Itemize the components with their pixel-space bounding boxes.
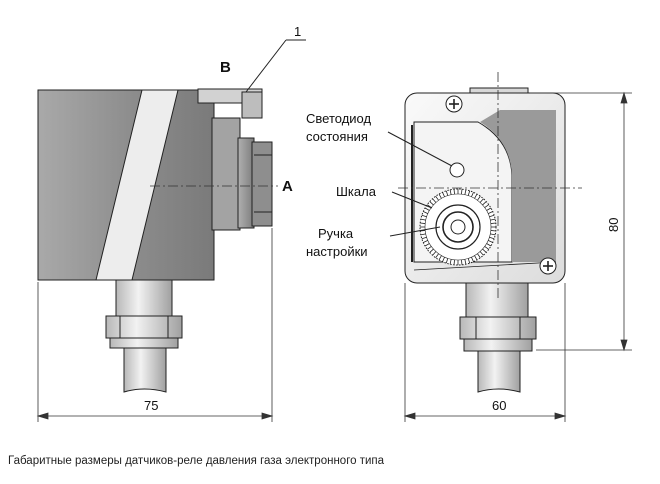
callout-1	[245, 39, 306, 93]
side-pipe	[123, 347, 167, 393]
scale-ticks	[420, 189, 496, 265]
side-hex-nut	[105, 315, 183, 339]
scale-label: Шкала	[336, 184, 377, 199]
side-top-cap-edge	[241, 91, 263, 119]
dimension-75	[36, 228, 274, 422]
dimension-60	[403, 283, 567, 422]
dimension-80	[530, 91, 632, 352]
view-a-label: A	[282, 178, 293, 195]
led-label-line1: Светодиод	[306, 111, 371, 126]
side-connector-nut	[251, 141, 273, 227]
front-view	[404, 87, 566, 393]
front-pipe	[477, 350, 521, 393]
side-view	[37, 88, 273, 393]
led-label-line2: состояния	[306, 129, 368, 144]
screw-bottom-icon	[539, 257, 557, 275]
front-neck	[465, 282, 529, 318]
side-connector-flange	[211, 117, 241, 231]
dimension-80-label: 80	[606, 218, 621, 232]
front-centerlines	[398, 72, 582, 300]
screw-top-icon	[445, 95, 463, 113]
view-b-label: B	[220, 59, 231, 76]
front-leaders	[387, 131, 453, 237]
status-led	[449, 162, 465, 178]
front-dark-section	[480, 110, 556, 262]
side-neck	[115, 279, 173, 317]
knob-label-line1: Ручка	[318, 226, 354, 241]
dimension-75-label: 75	[144, 398, 158, 413]
front-hex-nut	[459, 316, 537, 340]
dimension-60-label: 60	[492, 398, 506, 413]
knob-label-line2: настройки	[306, 244, 368, 259]
figure-caption: Габаритные размеры датчиков-реле давлени…	[8, 455, 385, 467]
callout-1-label: 1	[294, 24, 301, 39]
